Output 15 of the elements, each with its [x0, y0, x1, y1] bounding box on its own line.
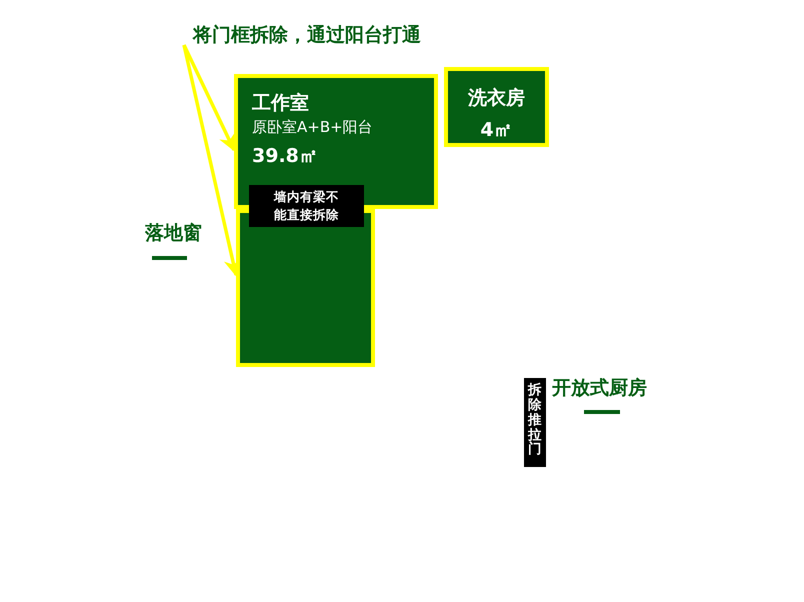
room-name: 工作室	[252, 91, 310, 116]
annotation-text: 将门框拆除，通过阳台打通	[193, 23, 422, 48]
room-box	[444, 67, 549, 147]
area-label: 落地窗	[145, 221, 202, 246]
area-label: 开放式厨房	[552, 376, 647, 401]
note-tag	[524, 378, 546, 467]
beam-warning-tooltip	[249, 185, 364, 227]
room-area: 4㎡	[448, 117, 545, 143]
room-area: 39.8㎡	[252, 143, 434, 169]
room-box	[236, 209, 375, 367]
room-name: 洗衣房	[466, 86, 526, 111]
warning-text: 墙内有梁不能直接拆除	[272, 188, 340, 224]
room-description: 原卧室A+B+阳台	[252, 118, 374, 137]
vertical-note-text: 拆除推拉门	[528, 383, 542, 458]
arrow	[182, 44, 236, 152]
